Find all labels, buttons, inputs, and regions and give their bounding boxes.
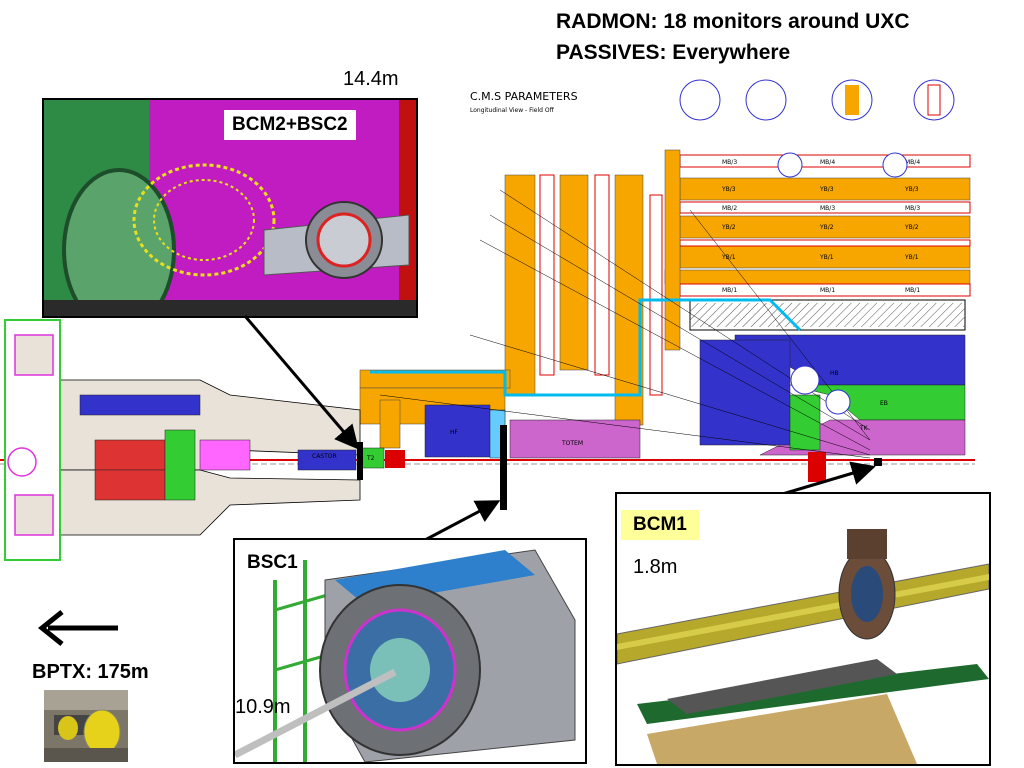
distance-bcm1: 1.8m [633, 556, 678, 578]
svg-text:YB/3: YB/3 [721, 186, 736, 193]
bcm1-photo: BCM1 1.8m [615, 492, 991, 766]
cms-longitudinal-drawing: C.M.S PARAMETERS Longitudinal View - Fie… [0, 79, 975, 561]
svg-text:HB: HB [830, 370, 839, 377]
svg-text:TK: TK [859, 425, 869, 432]
svg-text:EB: EB [880, 400, 888, 407]
passives-text: PASSIVES: Everywhere [556, 41, 791, 64]
bptx-label: BPTX: 175m [32, 661, 149, 683]
bcm2-bsc2-label: BCM2+BSC2 [224, 110, 356, 140]
arrow-left-icon [37, 610, 118, 646]
bcm2-render [44, 100, 416, 316]
svg-text:CASTOR: CASTOR [312, 453, 337, 460]
hcal-endcap [699, 339, 791, 446]
bcm1-marker [874, 458, 882, 466]
svg-text:MB/3: MB/3 [820, 205, 835, 212]
arrow-bcm2 [243, 315, 359, 450]
svg-text:HF: HF [450, 429, 459, 436]
svg-text:MB/4: MB/4 [820, 159, 835, 166]
svg-text:MB/1: MB/1 [905, 287, 920, 294]
svg-text:MB/2: MB/2 [722, 205, 737, 212]
bsc1-photo: BSC1 10.9m [233, 538, 587, 764]
distance-bcm2: 14.4m [343, 68, 399, 90]
hf [424, 404, 491, 458]
svg-text:YB/3: YB/3 [819, 186, 834, 193]
radmon-text: RADMON: 18 monitors around UXC [556, 10, 910, 33]
bcm1-label: BCM1 [621, 510, 699, 540]
distance-bsc1: 10.9m [235, 696, 291, 718]
drawing-subtitle: Longitudinal View - Field Off [470, 107, 555, 114]
svg-text:YB/1: YB/1 [721, 254, 736, 261]
svg-text:MB/3: MB/3 [722, 159, 737, 166]
drawing-title: C.M.S PARAMETERS [470, 90, 578, 103]
bsc1-marker [500, 425, 507, 510]
svg-text:YB/2: YB/2 [819, 224, 834, 231]
svg-text:MB/1: MB/1 [820, 287, 835, 294]
detail-circles [679, 79, 955, 415]
svg-text:T2: T2 [366, 455, 375, 462]
arrow-bsc1 [424, 500, 501, 542]
bptx-photo [44, 690, 128, 762]
bsc1-label: BSC1 [247, 552, 298, 573]
totem [509, 419, 641, 459]
svg-text:YB/1: YB/1 [819, 254, 834, 261]
svg-text:YB/2: YB/2 [904, 224, 919, 231]
svg-text:MB/3: MB/3 [905, 205, 920, 212]
svg-text:MB/4: MB/4 [905, 159, 920, 166]
svg-text:MB/1: MB/1 [722, 287, 737, 294]
bsc1-render [235, 540, 585, 762]
svg-text:YB/1: YB/1 [904, 254, 919, 261]
castor [297, 449, 357, 471]
svg-text:YB/2: YB/2 [721, 224, 736, 231]
svg-text:YB/3: YB/3 [904, 186, 919, 193]
bcm2-bsc2-photo: BCM2+BSC2 [42, 98, 418, 318]
svg-text:TOTEM: TOTEM [561, 440, 583, 447]
beampipe-shield [370, 298, 802, 397]
bcm2-marker [357, 442, 363, 480]
